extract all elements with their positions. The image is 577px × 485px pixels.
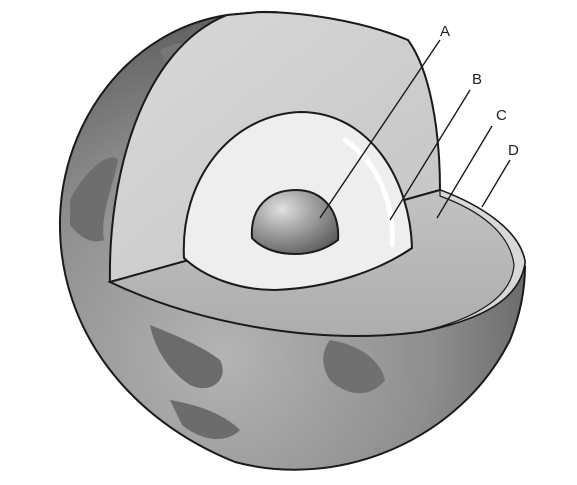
label-b: B [472, 71, 482, 88]
leader-line-d [482, 160, 510, 207]
label-c: C [496, 107, 507, 124]
label-d: D [508, 142, 519, 159]
label-a: A [440, 23, 450, 40]
